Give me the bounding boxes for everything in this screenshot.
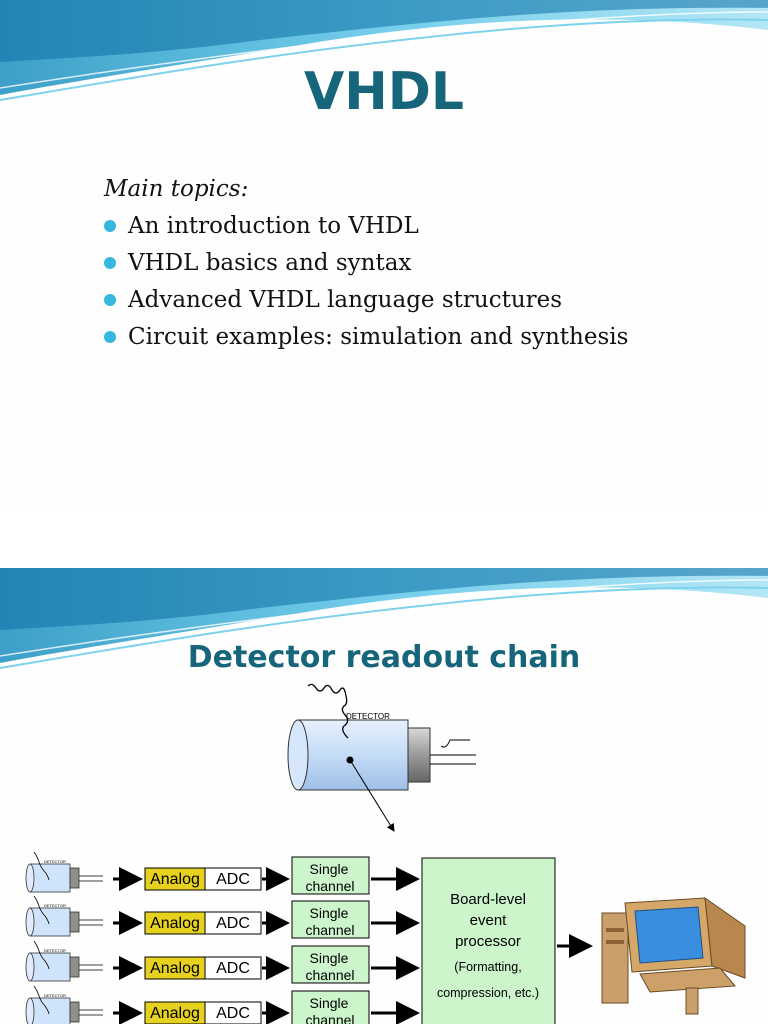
topics-lead: Main topics: bbox=[104, 176, 249, 202]
topic-text: VHDL basics and syntax bbox=[128, 250, 412, 276]
bullet-icon bbox=[104, 294, 116, 306]
single-channel-box bbox=[291, 856, 370, 895]
single-channel-line1: Single bbox=[310, 905, 349, 921]
adc-box bbox=[204, 911, 262, 935]
processor-line1: Board-level bbox=[450, 891, 526, 908]
single-channel-line2: channel bbox=[305, 922, 354, 938]
single-channel-box bbox=[291, 945, 370, 984]
small-detector-label: DETECTOR bbox=[44, 993, 66, 998]
adc-box bbox=[204, 956, 262, 980]
processor-box bbox=[421, 857, 556, 1024]
processor-line3: processor bbox=[455, 933, 521, 950]
header-wave-decoration bbox=[0, 0, 768, 101]
slide-title: Detector readout chain bbox=[187, 640, 581, 675]
bullet-icon bbox=[104, 220, 116, 232]
processor-line4: (Formatting, bbox=[454, 960, 521, 974]
topic-item: Circuit examples: simulation and synthes… bbox=[104, 319, 628, 356]
small-detector-label: DETECTOR bbox=[44, 859, 66, 864]
topic-item: VHDL basics and syntax bbox=[104, 245, 628, 282]
topics-list: Main topics: An introduction to VHDL VHD… bbox=[104, 176, 628, 356]
adc-label: ADC bbox=[216, 871, 250, 888]
analog-label: Analog bbox=[150, 915, 200, 932]
adc-box bbox=[204, 1001, 262, 1024]
adc-box bbox=[204, 867, 262, 891]
header-wave-decoration bbox=[0, 568, 768, 669]
computer-icon bbox=[601, 896, 746, 1015]
slide-vhdl: VHDL Main topics: An introduction to VHD… bbox=[0, 0, 768, 356]
single-channel-line1: Single bbox=[310, 995, 349, 1011]
adc-label: ADC bbox=[216, 960, 250, 977]
processor-line5: compression, etc.) bbox=[437, 986, 539, 1000]
large-detector: DETECTOR bbox=[287, 683, 476, 832]
single-channel-box bbox=[291, 900, 370, 939]
topic-item: An introduction to VHDL bbox=[104, 208, 628, 245]
single-channel-line2: channel bbox=[305, 967, 354, 983]
processor-line2: event bbox=[470, 912, 508, 929]
topic-text: An introduction to VHDL bbox=[128, 213, 419, 239]
board-level-processor: Board-level event processor (Formatting,… bbox=[421, 857, 556, 1024]
small-detector-label: DETECTOR bbox=[44, 948, 66, 953]
bullet-icon bbox=[104, 257, 116, 269]
slide-gap bbox=[0, 512, 768, 568]
adc-label: ADC bbox=[216, 915, 250, 932]
topic-text: Circuit examples: simulation and synthes… bbox=[128, 324, 629, 350]
analog-label: Analog bbox=[150, 871, 200, 888]
analog-label: Analog bbox=[150, 960, 200, 977]
detector-label: DETECTOR bbox=[346, 712, 390, 721]
bullet-icon bbox=[104, 331, 116, 343]
single-channel-line1: Single bbox=[310, 861, 349, 877]
topic-text: Advanced VHDL language structures bbox=[128, 287, 563, 313]
slide-detector-readout: Detector readout chain bbox=[0, 568, 768, 1024]
small-detector-label: DETECTOR bbox=[44, 903, 66, 908]
analog-label: Analog bbox=[150, 1005, 200, 1022]
single-channel-line2: channel bbox=[305, 878, 354, 894]
slide-title: VHDL bbox=[303, 62, 465, 122]
single-channel-line1: Single bbox=[310, 950, 349, 966]
single-channel-box bbox=[291, 990, 370, 1024]
topic-item: Advanced VHDL language structures bbox=[104, 282, 628, 319]
single-channel-line2: channel bbox=[305, 1012, 354, 1024]
adc-label: ADC bbox=[216, 1005, 250, 1022]
